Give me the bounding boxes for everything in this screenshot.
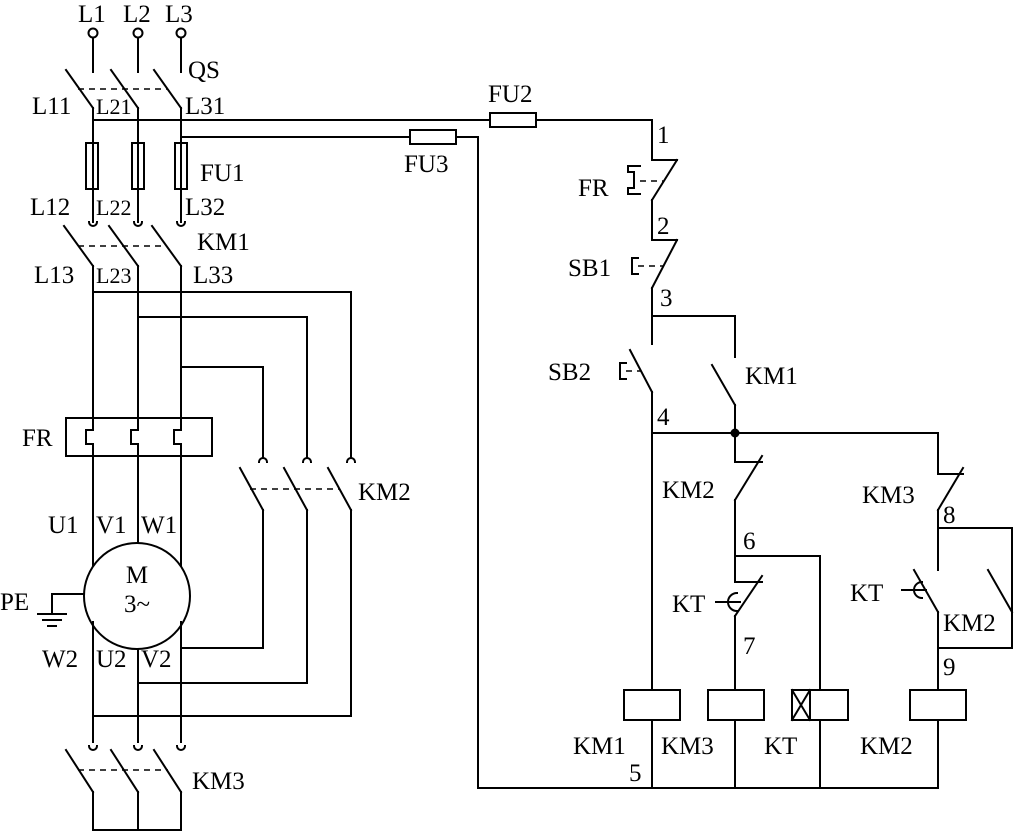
coils [623,688,967,789]
label-sb1: SB1 [568,255,611,282]
label-node-4: 4 [657,404,670,431]
fu3-fuse [409,129,457,145]
km1-main-contacts [62,220,187,268]
sb2-start-button [619,348,654,691]
label-fr-main: FR [22,425,53,452]
label-node-8: 8 [943,502,956,529]
label-l1: L1 [78,1,106,28]
sb1-stop-button [631,238,679,345]
label-node-2: 2 [657,213,670,240]
label-l2: L2 [123,1,151,28]
label-l23: L23 [96,263,131,288]
label-w1: W1 [141,512,177,539]
power-circuit [37,27,357,831]
label-v1: V1 [96,512,127,539]
label-l22: L22 [96,195,131,220]
label-node-7: 7 [743,633,756,660]
kt-nc-timed-contact [715,574,764,691]
label-km2-no: KM2 [943,610,996,637]
km2-coil [909,689,967,721]
label-qs: QS [188,57,220,84]
km3-nc-contact [936,432,965,571]
label-node-9: 9 [943,654,956,681]
label-node-5: 5 [629,760,642,787]
label-l21: L21 [96,94,131,119]
label-u1: U1 [48,512,79,539]
l1-terminal [87,27,99,39]
label-l13: L13 [34,262,74,289]
pe-earth-symbol [37,593,85,627]
label-coil-kt: KT [764,733,797,760]
label-motor-phase: 3~ [124,591,150,618]
kt-no-timed-contact [901,568,940,691]
l2-terminal [132,27,144,39]
label-l31: L31 [185,93,225,120]
label-coil-km1: KM1 [573,733,626,760]
label-km3-nc: KM3 [862,482,915,509]
km2-main-contacts [238,457,357,512]
label-coil-km2: KM2 [860,733,913,760]
label-km2-main: KM2 [358,479,411,506]
label-km3-main: KM3 [192,768,245,795]
label-u2: U2 [96,646,127,673]
label-node-6: 6 [743,528,756,555]
km2-tap-wiring [92,291,352,459]
node-4-junction [730,428,740,438]
fr-thermal-relay [65,417,213,457]
label-pe: PE [0,589,29,616]
label-km2-nc: KM2 [662,477,715,504]
km1-coil [623,689,681,721]
label-fu1: FU1 [200,160,244,187]
label-node-3: 3 [660,285,673,312]
supply-terminals [87,27,187,73]
labels: L1 L2 L3 QS L11 L21 L31 FU1 L12 L22 L32 … [0,1,996,795]
fr-nc-contact [627,158,679,241]
label-km1-aux: KM1 [745,363,798,390]
km3-star-contacts [64,744,187,831]
control-circuit [92,112,1014,789]
label-km1-main: KM1 [197,229,250,256]
km1-aux-contact [710,363,737,450]
label-fu2: FU2 [488,81,532,108]
km3-coil [707,689,765,721]
label-motor-m: M [126,562,148,589]
label-kt-no: KT [850,580,883,607]
l3-terminal [175,27,187,39]
label-node-1: 1 [657,122,670,149]
km2-hold-contact [986,568,1014,614]
label-sb2: SB2 [548,359,591,386]
fu1-fuses [85,142,188,223]
label-w2: W2 [42,646,78,673]
label-l3: L3 [165,1,193,28]
qs-isolator-switch [64,68,183,144]
label-fu3: FU3 [404,151,448,178]
label-kt-nc: KT [672,591,705,618]
label-coil-km3: KM3 [661,733,714,760]
label-l33: L33 [193,262,233,289]
km2-nc-contact [733,448,764,583]
label-l12: L12 [30,194,70,221]
label-v2: V2 [141,646,172,673]
label-l32: L32 [185,194,225,221]
label-fr-ctrl: FR [578,175,609,202]
fu2-fuse [489,112,537,128]
label-l11: L11 [32,93,71,120]
